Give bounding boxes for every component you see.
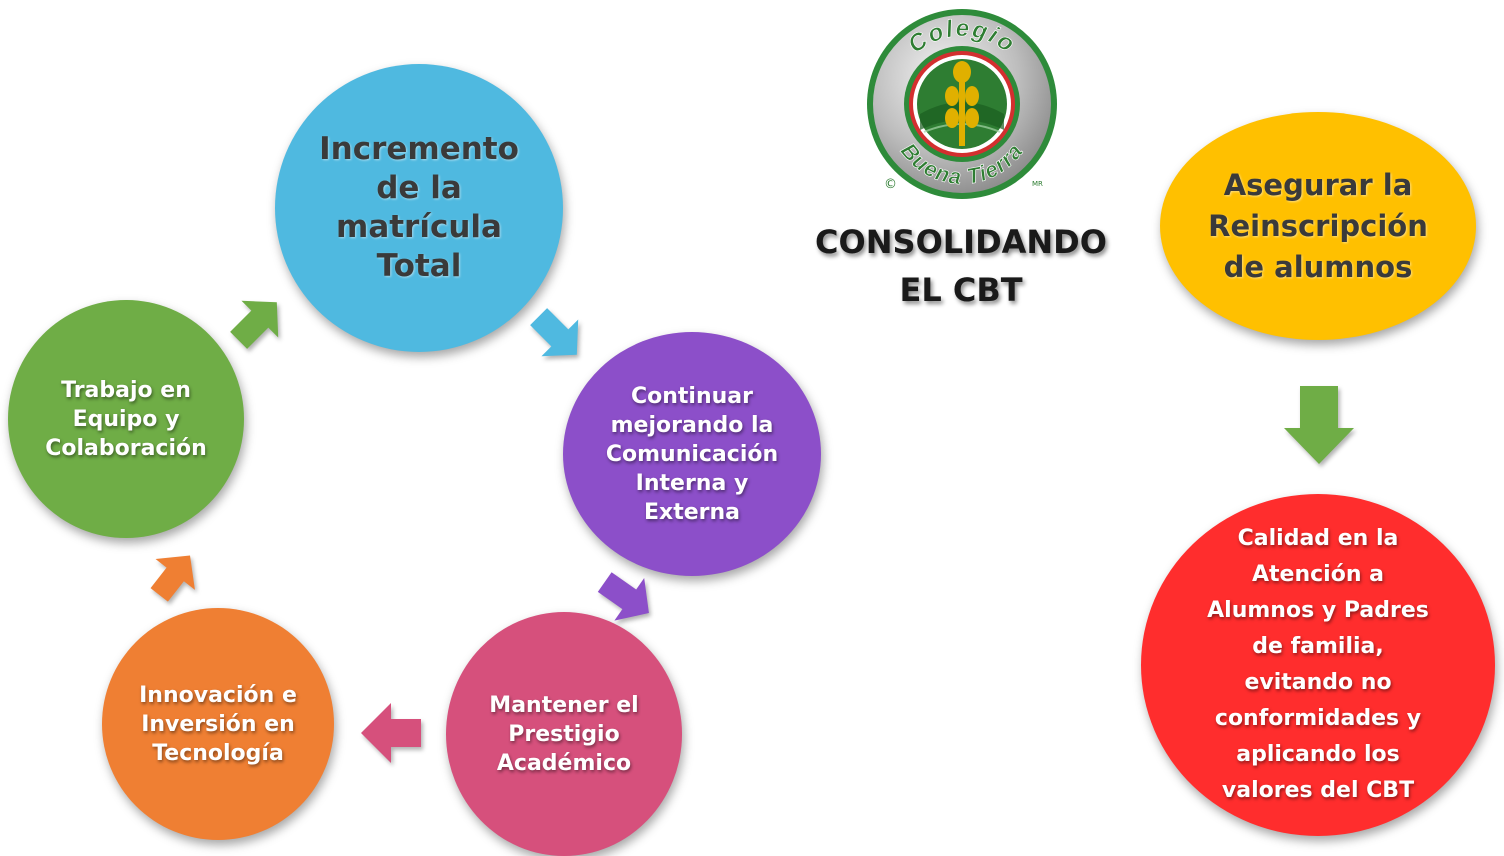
wheat-grain	[965, 108, 979, 128]
arrow-innovacion-to-trabajo	[150, 555, 195, 602]
node-comunicacion: Continuar mejorando la Comunicación Inte…	[563, 332, 821, 576]
node-label: Calidad en la Atención a Alumnos y Padre…	[1207, 526, 1429, 803]
arrow-matricula-to-comunicacion	[530, 308, 579, 357]
arrow-shape	[230, 300, 279, 349]
arrow-shape	[1284, 386, 1354, 464]
arrow-shape	[597, 572, 649, 621]
wheat-icon	[945, 61, 979, 146]
node-label: Innovación e Inversión en Tecnología	[139, 682, 297, 766]
page-title: CONSOLIDANDO EL CBT	[815, 223, 1107, 309]
wheat-grain	[965, 86, 979, 106]
node-innovacion-tecnologia: Innovación e Inversión en Tecnología	[102, 608, 334, 840]
wheat-grain	[953, 61, 971, 83]
arrow-shape	[150, 555, 195, 602]
logo-registered: MR	[1032, 180, 1043, 188]
node-label: Continuar mejorando la Comunicación Inte…	[605, 383, 779, 525]
node-label: Mantener el Prestigio Académico	[489, 692, 639, 776]
arrow-prestigio-to-innovacion	[361, 703, 421, 763]
wheat-grain	[945, 108, 959, 128]
arrow-down	[1284, 386, 1354, 464]
arrow-trabajo-to-matricula	[230, 300, 279, 349]
logo-copyright: ©	[884, 177, 897, 192]
wheat-stem	[959, 82, 965, 146]
colegio-buena-tierra-logo: Colegio Buena Tierra © MR	[867, 9, 1057, 199]
node-prestigio-academico: Mantener el Prestigio Académico	[446, 612, 682, 856]
node-reinscripcion: Asegurar la Reinscripción de alumnos	[1160, 112, 1476, 340]
node-label: Trabajo en Equipo y Colaboración	[45, 377, 207, 461]
node-label: Incremento de la matrícula Total	[319, 131, 519, 284]
node-label: Asegurar la Reinscripción de alumnos	[1208, 167, 1428, 284]
arrow-shape	[361, 703, 421, 763]
arrow-shape	[530, 308, 579, 357]
arrow-comunicacion-to-prestigio	[597, 572, 649, 621]
wheat-grain	[945, 86, 959, 106]
node-incremento-matricula: Incremento de la matrícula Total	[275, 64, 563, 352]
node-trabajo-equipo: Trabajo en Equipo y Colaboración	[8, 300, 244, 538]
node-calidad-atencion: Calidad en la Atención a Alumnos y Padre…	[1141, 494, 1495, 836]
